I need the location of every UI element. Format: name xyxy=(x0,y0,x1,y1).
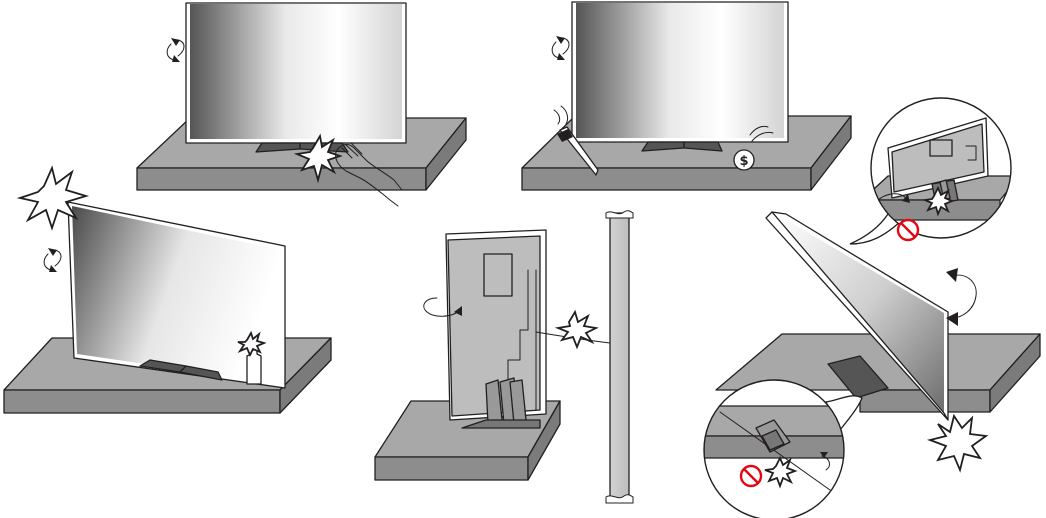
tv-screen xyxy=(571,1,789,143)
panel-4 xyxy=(374,210,634,504)
prohibited-icon xyxy=(739,464,763,488)
panel-1 xyxy=(136,2,467,207)
panel-3 xyxy=(3,165,332,414)
shelf xyxy=(715,333,1041,413)
wall-icon xyxy=(605,210,634,504)
double-rotate-arrow-icon xyxy=(946,268,977,326)
magnifier-callout-icon xyxy=(703,379,863,518)
tv-stand xyxy=(139,359,223,381)
hand-icon xyxy=(335,142,403,207)
coin-icon: $ xyxy=(733,125,774,171)
tv-back-panel xyxy=(445,229,547,421)
impact-burst-icon xyxy=(926,413,989,473)
tv-stand xyxy=(827,355,889,399)
impact-burst-icon xyxy=(237,330,267,358)
impact-burst-icon xyxy=(16,165,90,231)
tv-stand xyxy=(641,141,723,152)
magnifier-callout-icon xyxy=(849,97,1012,245)
rotate-arrow-icon xyxy=(423,297,462,317)
pen-icon xyxy=(553,105,599,176)
rotate-arrow-icon xyxy=(551,36,570,60)
tv-rear-stand xyxy=(461,377,541,429)
rotate-arrow-icon xyxy=(166,38,185,62)
impact-burst-icon xyxy=(554,309,599,350)
prohibited-icon xyxy=(896,218,920,242)
panel-5 xyxy=(703,97,1041,518)
tv-screen xyxy=(185,2,407,144)
tv-screen xyxy=(67,201,286,389)
panel-2: $ xyxy=(521,1,852,191)
tv-screen xyxy=(765,211,949,421)
impact-burst-icon xyxy=(293,133,343,184)
rotate-arrow-icon xyxy=(43,248,62,272)
svg-text:$: $ xyxy=(739,154,748,169)
